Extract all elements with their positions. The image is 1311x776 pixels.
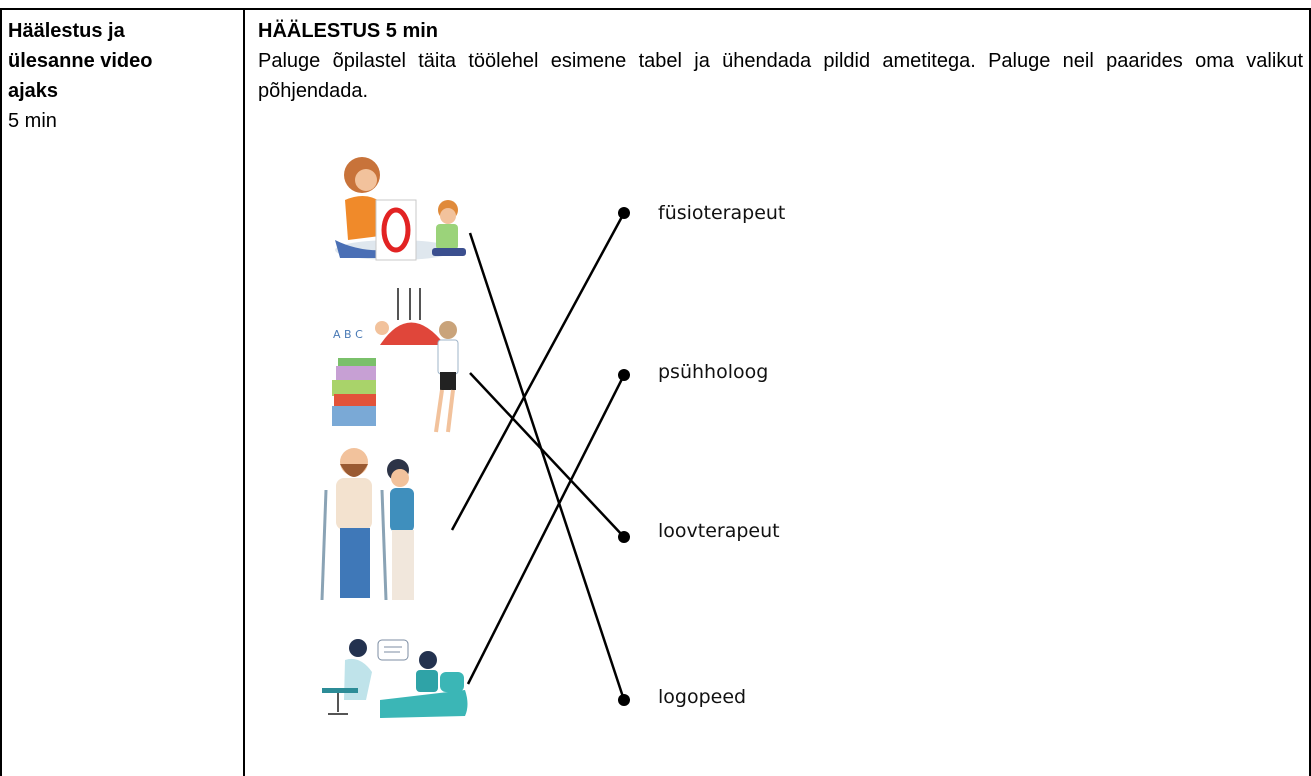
profession-dots <box>618 207 630 706</box>
art-therapy-picture: A B C <box>332 288 459 433</box>
connector-line-4 <box>466 374 626 685</box>
profession-dot-1 <box>618 207 630 219</box>
profession-label-loovterapeut: loovterapeut <box>658 520 780 542</box>
table-border-middle <box>243 8 245 776</box>
phase-duration: 5 min <box>8 110 57 132</box>
phase-title: Häälestus ja ülesanne video ajaks <box>8 20 153 102</box>
psychology-picture <box>322 639 468 718</box>
connector-line-3 <box>450 212 626 531</box>
connector-line-2 <box>469 372 625 538</box>
profession-label-psuhholoog: psühholoog <box>658 361 769 383</box>
table-border-top <box>0 8 1311 10</box>
table-border-right <box>1309 8 1311 776</box>
svg-text:A B C: A B C <box>333 328 363 341</box>
speech-therapy-picture <box>335 157 466 261</box>
activity-heading: HÄÄLESTUS 5 min <box>258 20 439 42</box>
phase-cell: Häälestus ja ülesanne video ajaks 5 min <box>8 16 238 136</box>
profession-label-logopeed: logopeed <box>658 686 747 708</box>
table-border-left <box>0 8 2 776</box>
activity-instructions: Paluge õpilastel täita töölehel esimene … <box>258 50 1303 102</box>
connector-line-1 <box>468 232 626 701</box>
activity-cell: HÄÄLESTUS 5 min Paluge õpilastel täita t… <box>258 16 1303 106</box>
profession-label-fusioterapeut: füsioterapeut <box>658 202 786 224</box>
connector-lines <box>450 212 626 701</box>
profession-dot-2 <box>618 369 630 381</box>
profession-dot-3 <box>618 531 630 543</box>
physiotherapy-picture <box>320 448 414 601</box>
profession-dot-4 <box>618 694 630 706</box>
